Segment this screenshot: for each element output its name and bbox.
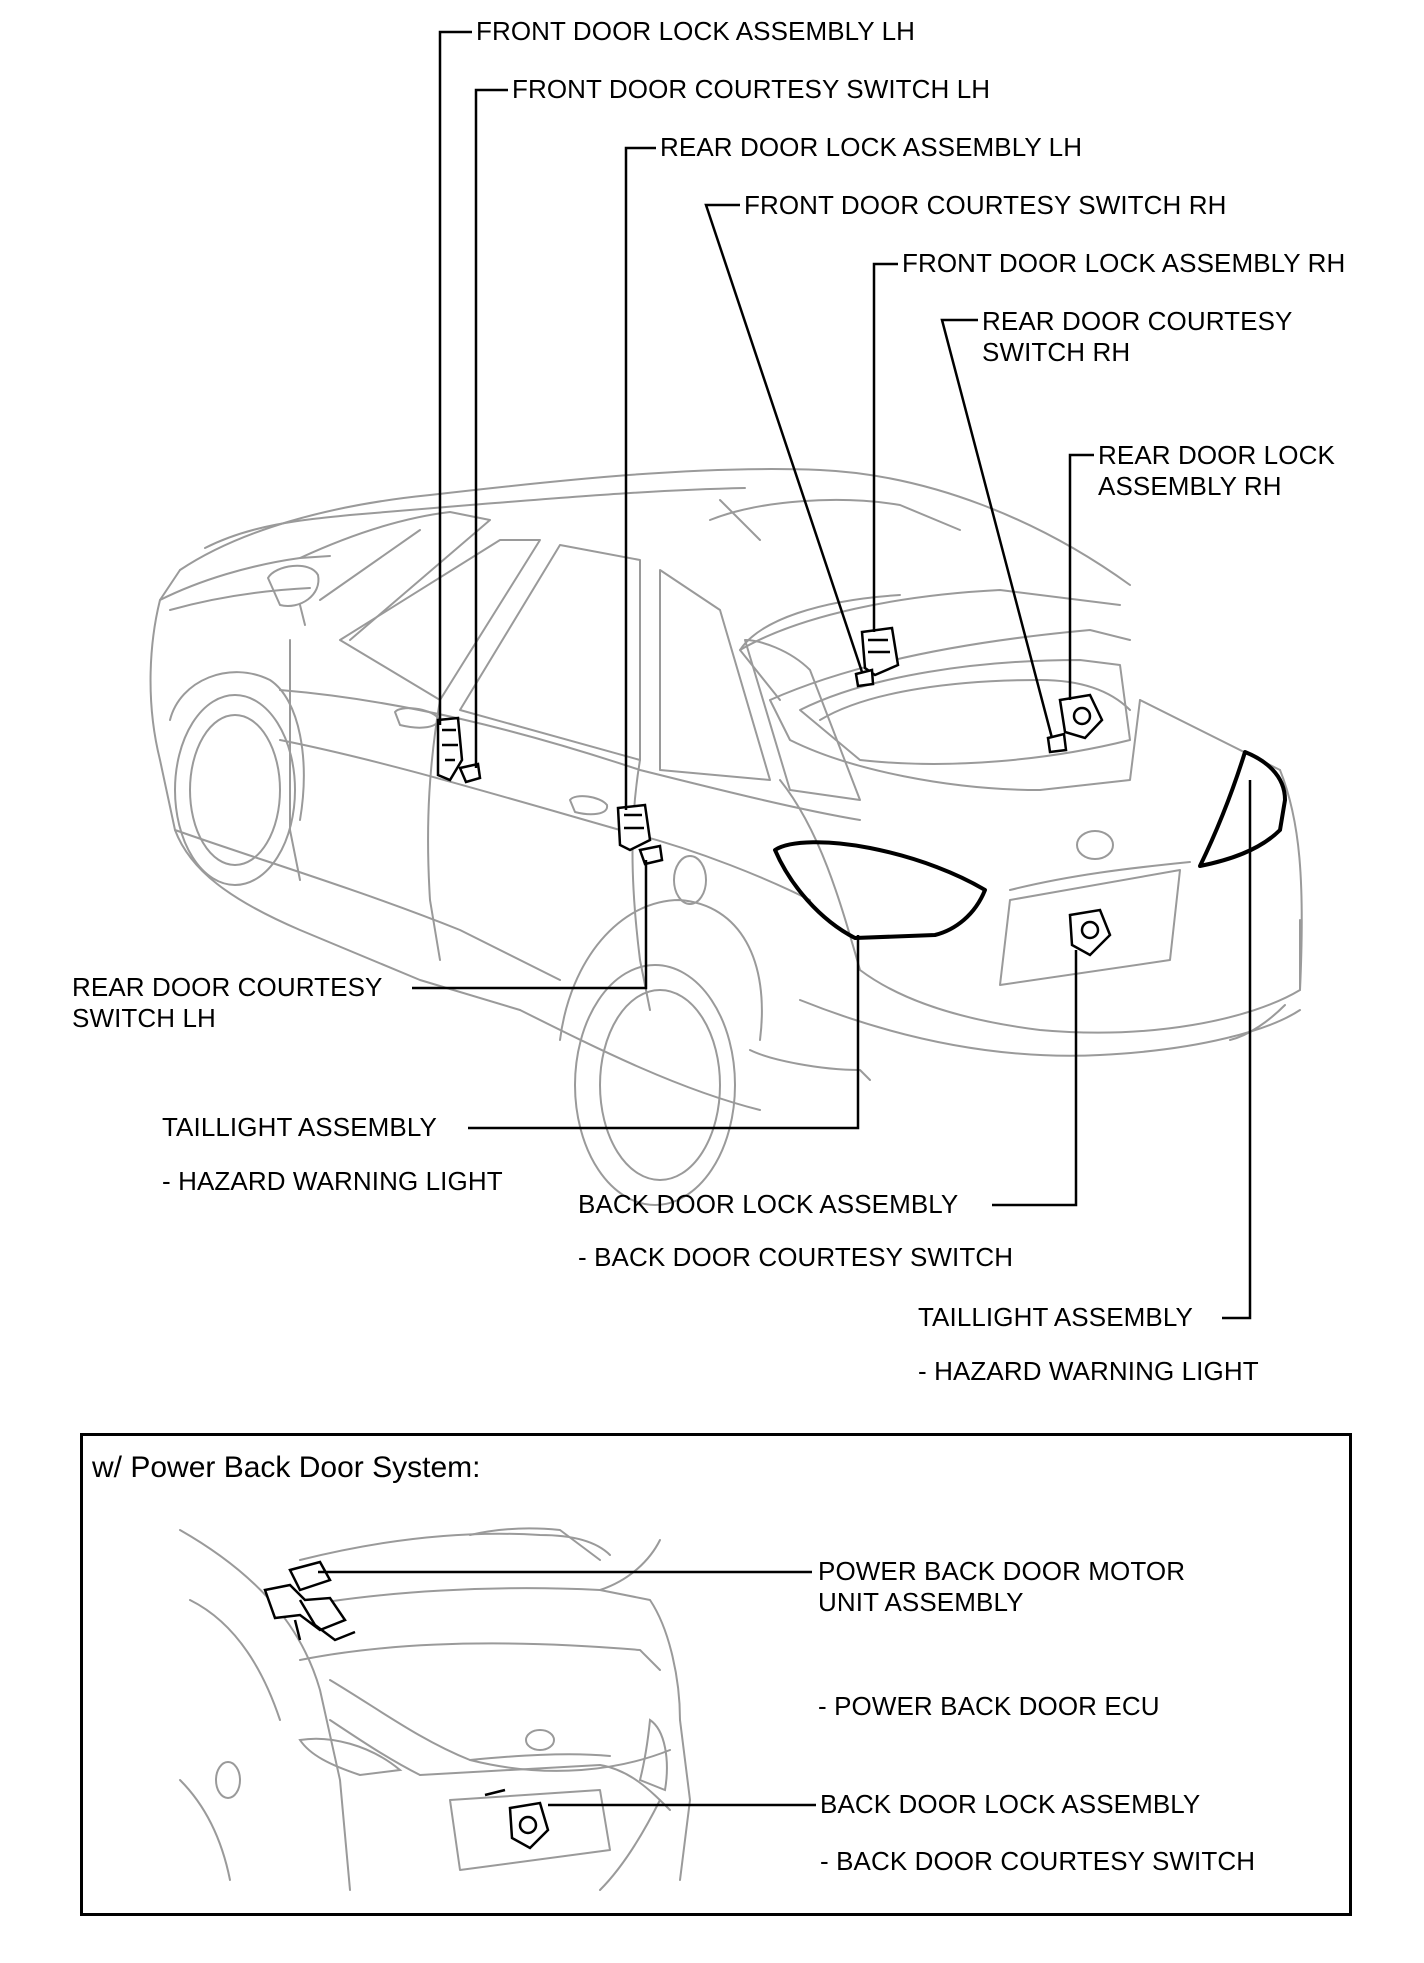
taillight-shapes bbox=[773, 750, 1287, 940]
label-front-door-lock-lh: FRONT DOOR LOCK ASSEMBLY LH bbox=[476, 16, 916, 46]
label-rear-door-lock-rh: REAR DOOR LOCK ASSEMBLY RH bbox=[1098, 440, 1335, 502]
label-taillight-left-sub: - HAZARD WARNING LIGHT bbox=[162, 1166, 503, 1196]
label-rear-courtesy-switch-rh-line1: REAR DOOR COURTESY bbox=[982, 306, 1293, 336]
power-back-door-inset bbox=[80, 1433, 1352, 1916]
label-rear-door-lock-rh-line1: REAR DOOR LOCK bbox=[1098, 440, 1335, 470]
inset-leader-lines bbox=[318, 1570, 816, 1807]
label-rear-courtesy-switch-rh-line2: SWITCH RH bbox=[982, 337, 1131, 367]
component-icons bbox=[436, 626, 1112, 957]
label-rear-door-lock-lh: REAR DOOR LOCK ASSEMBLY LH bbox=[660, 132, 1083, 162]
front-courtesy-switch-rh-icon bbox=[854, 668, 875, 688]
label-front-door-lock-rh: FRONT DOOR LOCK ASSEMBLY RH bbox=[902, 248, 1346, 278]
label-back-door-lock-sub: - BACK DOOR COURTESY SWITCH bbox=[578, 1242, 1014, 1272]
rear-door-lock-rh-icon bbox=[1058, 693, 1104, 740]
label-rear-courtesy-switch-lh: REAR DOOR COURTESY SWITCH LH bbox=[72, 972, 382, 1034]
rear-courtesy-switch-rh-icon bbox=[1046, 732, 1068, 754]
front-door-lock-lh-icon bbox=[436, 716, 464, 782]
label-power-back-door-motor-line1: POWER BACK DOOR MOTOR bbox=[818, 1556, 1186, 1586]
label-front-courtesy-switch-lh: FRONT DOOR COURTESY SWITCH LH bbox=[512, 74, 991, 104]
label-rear-courtesy-switch-lh-line2: SWITCH LH bbox=[72, 1003, 216, 1033]
back-door-lock-icon bbox=[1068, 908, 1112, 957]
label-taillight-right: TAILLIGHT ASSEMBLY bbox=[918, 1302, 1193, 1332]
label-power-back-door-motor: POWER BACK DOOR MOTOR UNIT ASSEMBLY bbox=[818, 1556, 1185, 1618]
label-power-back-door-motor-line2: UNIT ASSEMBLY bbox=[818, 1587, 1024, 1617]
label-rear-courtesy-switch-rh: REAR DOOR COURTESY SWITCH RH bbox=[982, 306, 1292, 368]
power-back-door-motor-icon bbox=[263, 1560, 356, 1642]
label-taillight-right-sub: - HAZARD WARNING LIGHT bbox=[918, 1356, 1259, 1386]
rear-courtesy-switch-lh-icon bbox=[638, 844, 664, 866]
inset-component-icons bbox=[263, 1560, 550, 1850]
label-rear-courtesy-switch-lh-line1: REAR DOOR COURTESY bbox=[72, 972, 383, 1002]
inset-title: w/ Power Back Door System: bbox=[92, 1451, 481, 1484]
inset-vehicle-outline bbox=[179, 1527, 691, 1891]
label-rear-door-lock-rh-line2: ASSEMBLY RH bbox=[1098, 471, 1282, 501]
inset-taillight-shapes bbox=[298, 1718, 668, 1792]
vehicle-outline bbox=[149, 468, 1303, 1206]
leader-lines bbox=[412, 30, 1252, 1320]
front-courtesy-switch-lh-icon bbox=[458, 762, 482, 784]
label-inset-back-door-lock: BACK DOOR LOCK ASSEMBLY bbox=[820, 1789, 1201, 1819]
label-power-back-door-ecu: - POWER BACK DOOR ECU bbox=[818, 1691, 1160, 1721]
front-door-lock-rh-icon bbox=[860, 626, 900, 677]
rear-door-lock-lh-icon bbox=[616, 803, 652, 852]
inset-back-door-lock-icon bbox=[484, 1788, 550, 1850]
label-taillight-left: TAILLIGHT ASSEMBLY bbox=[162, 1112, 437, 1142]
label-inset-back-door-lock-sub: - BACK DOOR COURTESY SWITCH bbox=[820, 1846, 1256, 1876]
label-front-courtesy-switch-rh: FRONT DOOR COURTESY SWITCH RH bbox=[744, 190, 1227, 220]
label-back-door-lock: BACK DOOR LOCK ASSEMBLY bbox=[578, 1189, 959, 1219]
